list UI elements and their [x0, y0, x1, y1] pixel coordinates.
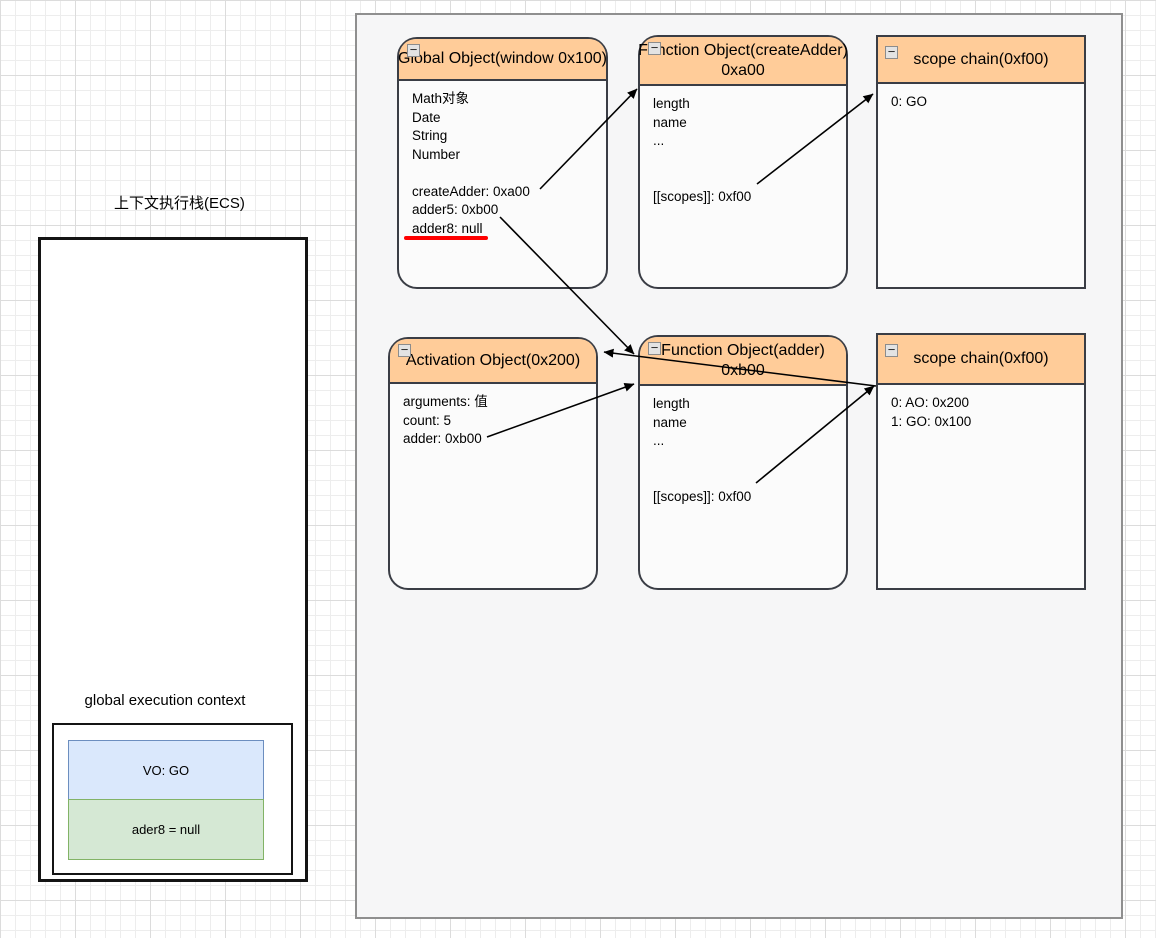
function-object-adder-header: − Function Object(adder) 0xb00 [640, 337, 846, 386]
blank-line [653, 451, 840, 470]
property-line: String [412, 128, 448, 143]
global-object-header: − Global Object(window 0x100) [398, 39, 607, 81]
activation-object-title: Activation Object(0x200) [405, 351, 581, 369]
activation-object-header: − Activation Object(0x200) [390, 339, 596, 384]
property-line: Math对象 [412, 91, 470, 106]
function-object-adder-title: Function Object(adder) [661, 341, 825, 359]
blank-line [653, 169, 840, 188]
scope-entry: 0: GO [891, 94, 928, 109]
blank-line [653, 469, 840, 488]
collapse-icon[interactable]: − [407, 43, 420, 57]
property-line: Date [412, 109, 441, 125]
scope-chain-bottom-title: scope chain(0xf00) [913, 350, 1049, 367]
scope-chain-bottom-body: 0: AO: 0x200 1: GO: 0x100 [878, 385, 1084, 588]
blank-line [653, 151, 840, 170]
property-line: count: 5 [403, 412, 452, 428]
scope-chain-top-body: 0: GO [878, 84, 1084, 287]
property-line: ... [653, 133, 665, 148]
collapse-icon[interactable]: − [885, 45, 898, 59]
red-underline-adder8 [404, 236, 488, 240]
property-line: adder5: 0xb00 [412, 202, 499, 217]
global-execution-context-label: global execution context [84, 692, 246, 709]
function-object-createadder-body: length name ... [[scopes]]: 0xf00 [640, 86, 846, 287]
shape-function-object-createadder[interactable]: − Function Object(createAdder) 0xa00 len… [638, 35, 848, 289]
ader8-null-box[interactable]: ader8 = null [68, 799, 264, 860]
shape-activation-object[interactable]: − Activation Object(0x200) arguments: 值 … [388, 337, 598, 590]
scope-chain-top-header: − scope chain(0xf00) [878, 37, 1084, 84]
shape-function-object-adder[interactable]: − Function Object(adder) 0xb00 length na… [638, 335, 848, 590]
property-line: length [653, 396, 690, 411]
property-line: [[scopes]]: 0xf00 [653, 488, 752, 504]
vo-go-label: VO: GO [142, 762, 190, 778]
property-line: length [653, 96, 690, 111]
property-line: adder8: null [412, 220, 483, 236]
property-line: createAdder: 0xa00 [412, 183, 530, 199]
collapse-icon[interactable]: − [648, 341, 661, 355]
property-line: name [653, 414, 687, 430]
property-line: Number [412, 146, 461, 162]
property-line: ... [653, 433, 665, 448]
scope-chain-top-title: scope chain(0xf00) [913, 50, 1049, 68]
scope-entry: 1: GO: 0x100 [891, 413, 972, 429]
property-line: name [653, 114, 687, 130]
collapse-icon[interactable]: − [648, 41, 661, 55]
scope-entry: 0: AO: 0x200 [891, 395, 970, 410]
property-line: arguments: 值 [403, 394, 488, 409]
function-object-adder-body: length name ... [[scopes]]: 0xf00 [640, 386, 846, 588]
global-object-title: Global Object(window 0x100) [398, 50, 607, 67]
collapse-icon[interactable]: − [398, 343, 411, 357]
function-object-createadder-address: 0xa00 [721, 61, 765, 79]
ecs-stack-label: 上下文执行栈(ECS) [114, 195, 245, 212]
function-object-createadder-header: − Function Object(createAdder) 0xa00 [638, 37, 848, 86]
property-line: adder: 0xb00 [403, 431, 482, 446]
global-object-body: Math对象 Date String Number createAdder: 0… [399, 81, 606, 287]
ader8-null-label: ader8 = null [131, 822, 201, 837]
collapse-icon[interactable]: − [885, 343, 898, 357]
blank-line [412, 164, 600, 183]
shape-scope-chain-bottom[interactable]: − scope chain(0xf00) 0: AO: 0x200 1: GO:… [876, 333, 1086, 590]
function-object-adder-address: 0xb00 [721, 361, 765, 379]
scope-chain-bottom-header: − scope chain(0xf00) [878, 335, 1084, 385]
function-object-createadder-title: Function Object(createAdder) [638, 41, 848, 59]
activation-object-body: arguments: 值 count: 5 adder: 0xb00 [390, 384, 596, 588]
property-line: [[scopes]]: 0xf00 [653, 188, 752, 204]
shape-global-object[interactable]: − Global Object(window 0x100) Math对象 Dat… [397, 37, 608, 289]
vo-go-box[interactable]: VO: GO [68, 740, 264, 800]
shape-scope-chain-top[interactable]: − scope chain(0xf00) 0: GO [876, 35, 1086, 289]
